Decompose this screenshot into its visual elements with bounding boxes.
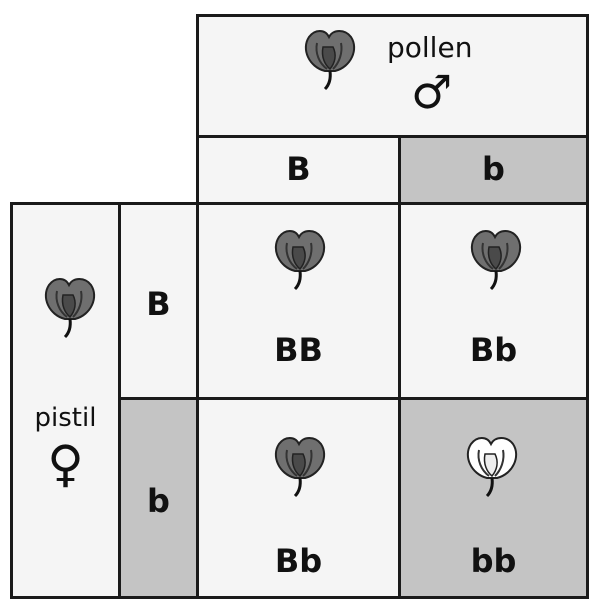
pollen-allele-B: B: [196, 135, 401, 205]
pistil-label: pistil: [13, 403, 118, 433]
pollen-flower-icon: [295, 27, 365, 91]
pollen-header: pollen ♂: [196, 14, 589, 138]
pistil-flower-icon: [35, 275, 105, 339]
pollen-allele-b: b: [398, 135, 589, 205]
white-flower-icon: [457, 434, 527, 498]
allele-label: B: [199, 150, 398, 188]
purple-flower-icon: [265, 227, 335, 291]
allele-label: b: [121, 482, 196, 520]
offspring-cell-Bb-bottom: Bb: [196, 397, 401, 599]
allele-label: b: [401, 150, 586, 188]
genotype-label: bb: [401, 542, 586, 580]
pollen-label: pollen: [387, 31, 472, 64]
female-symbol-icon: ♀: [13, 437, 118, 491]
offspring-cell-BB: BB: [196, 202, 401, 400]
allele-label: B: [121, 285, 196, 323]
offspring-cell-bb: bb: [398, 397, 589, 599]
purple-flower-icon: [265, 434, 335, 498]
genotype-label: BB: [199, 331, 398, 369]
pistil-allele-b: b: [118, 397, 199, 599]
offspring-cell-Bb-top: Bb: [398, 202, 589, 400]
genotype-label: Bb: [401, 331, 586, 369]
pistil-allele-B: B: [118, 202, 199, 400]
genotype-label: Bb: [199, 542, 398, 580]
pistil-header: pistil ♀: [10, 202, 121, 599]
male-symbol-icon: ♂: [411, 69, 452, 115]
purple-flower-icon: [461, 227, 531, 291]
